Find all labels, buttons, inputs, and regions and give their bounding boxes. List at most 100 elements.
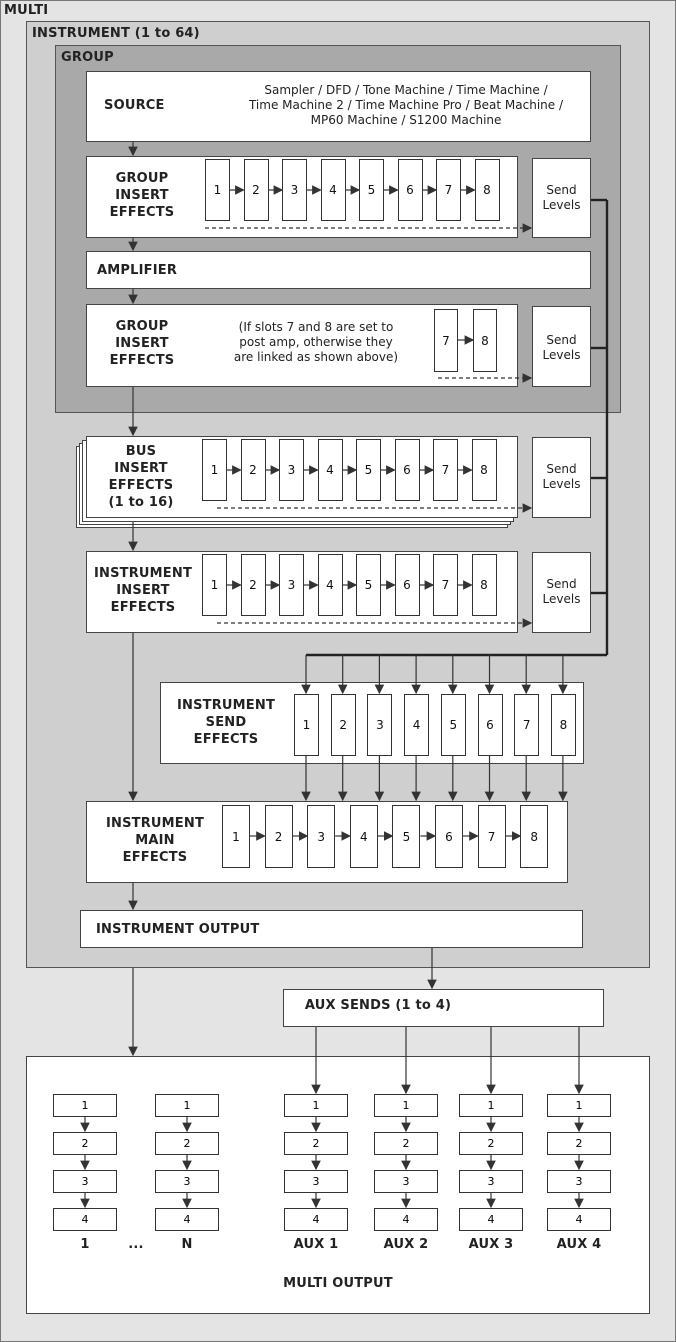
multi-title: MULTI bbox=[4, 3, 49, 18]
multi-output-aux-3-slot-1: 1 bbox=[459, 1094, 523, 1117]
group-insert-label: GROUP INSERT EFFECTS bbox=[109, 171, 175, 220]
instrument-insert-slot-6: 6 bbox=[394, 554, 420, 616]
instrument-insert-slot-7: 7 bbox=[433, 554, 458, 616]
multi-output-column-aux-3: AUX 3 bbox=[468, 1237, 514, 1252]
bus-insert-slot-3: 3 bbox=[279, 439, 304, 501]
bus-insert-slot-7: 7 bbox=[433, 439, 458, 501]
instrument-send-slot-3: 3 bbox=[367, 694, 393, 756]
multi-output-aux-4-slot-1: 1 bbox=[547, 1094, 611, 1117]
multi-output-1-slot-4: 4 bbox=[53, 1208, 117, 1231]
bus-insert-send-label: Send Levels bbox=[542, 462, 581, 491]
instrument-send-slot-2: 2 bbox=[330, 694, 356, 756]
instrument-main-slot-3: 3 bbox=[307, 805, 336, 868]
post-amp-note: (If slots 7 and 8 are set to post amp, o… bbox=[233, 320, 399, 364]
group-insert-send-levels bbox=[532, 158, 591, 238]
multi-output-aux-4-slot-3: 3 bbox=[547, 1170, 611, 1193]
instrument-insert-slot-2: 2 bbox=[240, 554, 266, 616]
aux-sends-label: AUX SENDS (1 to 4) bbox=[304, 998, 452, 1013]
source-types: Sampler / DFD / Tone Machine / Time Mach… bbox=[248, 83, 564, 127]
bus-insert-slot-4: 4 bbox=[317, 439, 343, 501]
group-insert-slot-5: 5 bbox=[359, 159, 384, 221]
instrument-output-box bbox=[80, 910, 583, 948]
instrument-main-slot-1: 1 bbox=[222, 805, 250, 868]
multi-output-aux-3-slot-2: 2 bbox=[459, 1132, 523, 1155]
post-amp-send-levels bbox=[532, 306, 591, 387]
bus-insert-label: BUS INSERT EFFECTS (1 to 16) bbox=[108, 444, 174, 510]
instrument-output-label: INSTRUMENT OUTPUT bbox=[96, 922, 260, 937]
instrument-main-slot-7: 7 bbox=[477, 805, 506, 868]
instrument-insert-send-levels bbox=[532, 552, 591, 633]
group-insert-post-amp-label: GROUP INSERT EFFECTS bbox=[109, 319, 175, 368]
bus-insert-slot-8: 8 bbox=[471, 439, 497, 501]
multi-output-column-aux-1: AUX 1 bbox=[293, 1237, 339, 1252]
bus-insert-slot-6: 6 bbox=[394, 439, 420, 501]
aux-sends-box bbox=[283, 989, 604, 1027]
group-insert-slot-7: 7 bbox=[436, 159, 461, 221]
instrument-title: INSTRUMENT (1 to 64) bbox=[32, 26, 200, 41]
multi-output-n-slot-2: 2 bbox=[155, 1132, 219, 1155]
multi-output-aux-3-slot-3: 3 bbox=[459, 1170, 523, 1193]
multi-output-1-slot-1: 1 bbox=[53, 1094, 117, 1117]
group-title: GROUP bbox=[61, 50, 114, 65]
multi-output-label: MULTI OUTPUT bbox=[283, 1276, 393, 1291]
bus-insert-slot-5: 5 bbox=[356, 439, 381, 501]
instrument-send-slot-6: 6 bbox=[477, 694, 503, 756]
instrument-send-slot-4: 4 bbox=[404, 694, 430, 756]
multi-output-aux-2-slot-3: 3 bbox=[374, 1170, 438, 1193]
multi-output-n-slot-4: 4 bbox=[155, 1208, 219, 1231]
amplifier-label: AMPLIFIER bbox=[97, 263, 178, 278]
multi-output-aux-3-slot-4: 4 bbox=[459, 1208, 523, 1231]
multi-output-aux-1-slot-4: 4 bbox=[284, 1208, 348, 1231]
bus-insert-send-levels bbox=[532, 437, 591, 518]
group-insert-slot-8: 8 bbox=[474, 159, 500, 221]
multi-output-aux-1-slot-2: 2 bbox=[284, 1132, 348, 1155]
group-insert-slot-4: 4 bbox=[320, 159, 346, 221]
instrument-insert-slot-1: 1 bbox=[202, 554, 227, 616]
instrument-send-label: INSTRUMENT SEND EFFECTS bbox=[176, 698, 276, 747]
multi-output-column-n: N bbox=[181, 1237, 193, 1252]
multi-output-1-slot-2: 2 bbox=[53, 1132, 117, 1155]
instrument-main-slot-6: 6 bbox=[435, 805, 463, 868]
bus-insert-slot-1: 1 bbox=[202, 439, 227, 501]
post-amp-send-label: Send Levels bbox=[542, 333, 581, 362]
group-insert-send-label: Send Levels bbox=[542, 183, 581, 212]
group-insert-slot-2: 2 bbox=[243, 159, 269, 221]
multi-output-aux-1-slot-1: 1 bbox=[284, 1094, 348, 1117]
instrument-insert-slot-3: 3 bbox=[279, 554, 304, 616]
bus-insert-slot-2: 2 bbox=[240, 439, 266, 501]
group-insert-slot-3: 3 bbox=[282, 159, 307, 221]
multi-output-ellipsis: ... bbox=[128, 1237, 144, 1252]
multi-output-aux-4-slot-4: 4 bbox=[547, 1208, 611, 1231]
source-label: SOURCE bbox=[104, 98, 165, 113]
instrument-main-label: INSTRUMENT MAIN EFFECTS bbox=[105, 816, 205, 865]
instrument-main-slot-8: 8 bbox=[520, 805, 549, 868]
instrument-send-slot-8: 8 bbox=[550, 694, 576, 756]
group-insert-slot-6: 6 bbox=[397, 159, 423, 221]
instrument-send-slot-7: 7 bbox=[514, 694, 540, 756]
group-insert-slot-1: 1 bbox=[205, 159, 230, 221]
instrument-insert-slot-8: 8 bbox=[471, 554, 497, 616]
post-amp-slot-8: 8 bbox=[473, 309, 497, 372]
instrument-insert-send-label: Send Levels bbox=[542, 577, 581, 606]
multi-output-aux-1-slot-3: 3 bbox=[284, 1170, 348, 1193]
multi-output-aux-2-slot-2: 2 bbox=[374, 1132, 438, 1155]
multi-output-aux-4-slot-2: 2 bbox=[547, 1132, 611, 1155]
multi-output-n-slot-3: 3 bbox=[155, 1170, 219, 1193]
multi-output-1-slot-3: 3 bbox=[53, 1170, 117, 1193]
source-box bbox=[86, 71, 591, 142]
multi-output-n-slot-1: 1 bbox=[155, 1094, 219, 1117]
instrument-main-slot-2: 2 bbox=[264, 805, 293, 868]
instrument-insert-slot-4: 4 bbox=[317, 554, 343, 616]
amplifier-box bbox=[86, 251, 591, 289]
instrument-main-slot-4: 4 bbox=[349, 805, 378, 868]
instrument-send-slot-1: 1 bbox=[294, 694, 319, 756]
instrument-main-slot-5: 5 bbox=[392, 805, 421, 868]
multi-output-aux-2-slot-1: 1 bbox=[374, 1094, 438, 1117]
multi-output-column-1: 1 bbox=[80, 1237, 90, 1252]
multi-output-column-aux-2: AUX 2 bbox=[383, 1237, 429, 1252]
multi-output-column-aux-4: AUX 4 bbox=[556, 1237, 602, 1252]
instrument-insert-slot-5: 5 bbox=[356, 554, 381, 616]
instrument-send-slot-5: 5 bbox=[440, 694, 466, 756]
post-amp-slot-7: 7 bbox=[434, 309, 458, 372]
